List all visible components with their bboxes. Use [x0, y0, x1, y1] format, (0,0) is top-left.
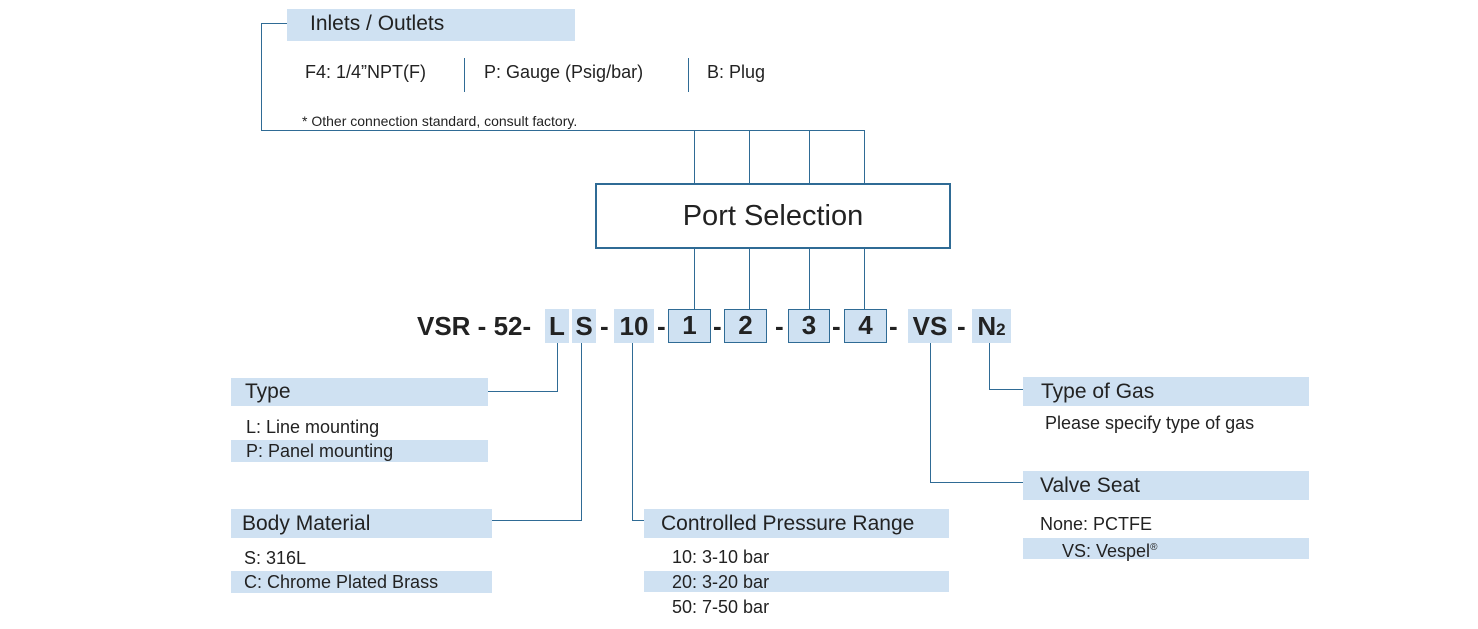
- code-dash: -: [775, 311, 784, 341]
- registered-mark: ®: [1150, 542, 1158, 553]
- connector-line: [749, 130, 750, 183]
- inlet-option-p: P: Gauge (Psig/bar): [484, 62, 644, 82]
- pressure-range-heading: Controlled Pressure Range: [644, 509, 949, 538]
- connector-line: [261, 130, 865, 131]
- connector-line: [809, 249, 810, 309]
- code-dash: -: [889, 311, 898, 341]
- pressure-option-20: 20: 3-20 bar: [672, 572, 770, 592]
- row-band: [644, 571, 949, 592]
- code-dash: -: [657, 311, 666, 341]
- connector-line: [864, 130, 865, 183]
- connector-line: [864, 249, 865, 309]
- connector-line: [749, 249, 750, 309]
- body-option-brass: C: Chrome Plated Brass: [244, 572, 439, 592]
- connector-line: [261, 23, 262, 131]
- connector-line: [581, 343, 582, 521]
- code-gas-letter: N: [977, 311, 997, 341]
- option-divider: [464, 58, 465, 92]
- code-body-box: S: [572, 309, 596, 343]
- code-gas-box: N2: [972, 309, 1011, 343]
- connector-line: [989, 343, 990, 390]
- code-port3-box: 3: [788, 309, 830, 343]
- connector-line: [930, 343, 931, 483]
- connector-line: [694, 249, 695, 309]
- code-dash: -: [713, 311, 722, 341]
- connector-line: [809, 130, 810, 183]
- valve-seat-heading: Valve Seat: [1023, 471, 1309, 500]
- code-dash: -: [957, 311, 966, 341]
- valve-seat-option-vs: VS: Vespel®: [1062, 537, 1157, 562]
- code-type-box: L: [545, 309, 569, 343]
- body-material-heading: Body Material: [231, 509, 492, 538]
- connector-line: [261, 23, 287, 24]
- type-option-panel: P: Panel mounting: [246, 441, 394, 461]
- connector-line: [694, 130, 695, 183]
- code-pressure-box: 10: [614, 309, 654, 343]
- type-option-line: L: Line mounting: [246, 417, 380, 437]
- valve-seat-option-none: None: PCTFE: [1040, 514, 1153, 534]
- body-option-316l: S: 316L: [244, 548, 307, 568]
- inlet-option-b: B: Plug: [707, 62, 766, 82]
- code-dash: -: [600, 311, 609, 341]
- valve-seat-option-vs-text: VS: Vespel: [1062, 541, 1151, 561]
- code-gas-subscript: 2: [996, 320, 1006, 339]
- type-heading: Type: [231, 378, 488, 406]
- row-band: [231, 571, 492, 593]
- connector-line: [488, 391, 558, 392]
- connector-line: [632, 343, 633, 521]
- port-selection-box: Port Selection: [595, 183, 951, 249]
- code-port2-box: 2: [724, 309, 767, 343]
- code-seat-box: VS: [908, 309, 952, 343]
- connector-line: [930, 482, 1023, 483]
- connector-line: [557, 343, 558, 392]
- code-port1-box: 1: [668, 309, 711, 343]
- code-prefix: VSR - 52-: [417, 311, 532, 341]
- connector-line: [632, 520, 644, 521]
- inlet-option-f4: F4: 1/4”NPT(F): [305, 62, 427, 82]
- row-band: [1023, 538, 1309, 559]
- pressure-option-50: 50: 7-50 bar: [672, 597, 770, 617]
- option-divider: [688, 58, 689, 92]
- type-of-gas-text: Please specify type of gas: [1045, 413, 1255, 433]
- code-port4-box: 4: [844, 309, 887, 343]
- connector-line: [989, 389, 1023, 390]
- inlets-outlets-heading: Inlets / Outlets: [287, 9, 575, 41]
- type-of-gas-heading: Type of Gas: [1023, 377, 1309, 406]
- pressure-option-10: 10: 3-10 bar: [672, 547, 770, 567]
- code-dash: -: [832, 311, 841, 341]
- connector-line: [492, 520, 582, 521]
- row-band: [231, 440, 488, 462]
- connection-note: * Other connection standard, consult fac…: [302, 113, 578, 129]
